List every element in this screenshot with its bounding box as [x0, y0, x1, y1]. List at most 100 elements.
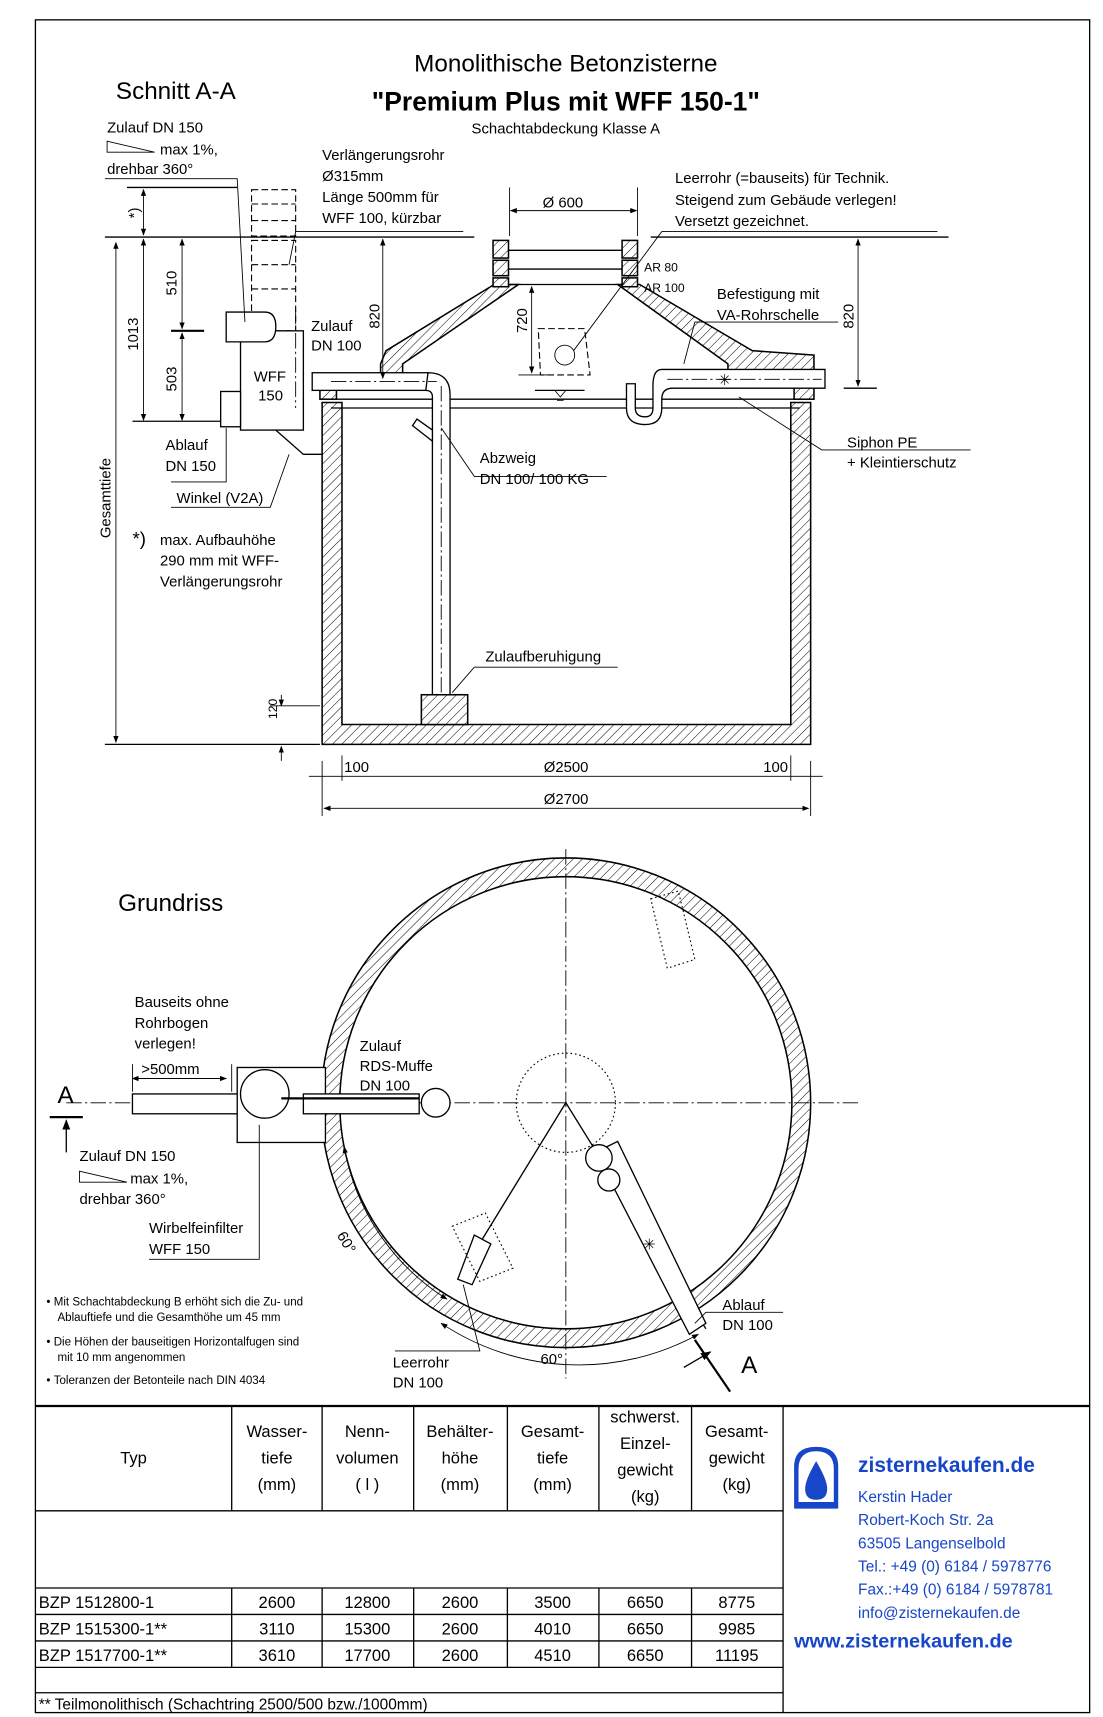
table-cell: 2600 — [442, 1646, 479, 1665]
section-mark-a-left: A — [57, 1082, 74, 1109]
label-bauseits-2: Rohrbogen — [135, 1016, 209, 1032]
note-1-line2: Ablauftiefe und die Gesamthöhe um 45 mm — [57, 1312, 280, 1324]
label-siphon-1: Siphon PE — [847, 436, 917, 452]
label-wirbel-2: WFF 150 — [149, 1242, 210, 1258]
label-zulaufberuhigung: Zulaufberuhigung — [485, 650, 601, 666]
label-angle-1: 60° — [333, 1229, 358, 1257]
dim-star: *) — [127, 208, 143, 219]
plan-heading: Grundriss — [118, 890, 223, 917]
note-2-line1: • Die Höhen der bauseitigen Horizontalfu… — [46, 1336, 299, 1348]
vendor-email[interactable]: info@zisternekaufen.de — [858, 1605, 1020, 1622]
table-cell: 8775 — [718, 1593, 755, 1612]
table-cell: 2600 — [442, 1593, 479, 1612]
label-siphon-2: + Kleintierschutz — [847, 456, 957, 472]
label-zulauf100-1: Zulauf — [311, 319, 353, 335]
dim-820-left: 820 — [367, 304, 383, 329]
table-cell: 6650 — [627, 1646, 664, 1665]
dim-720: 720 — [515, 308, 531, 333]
clamp-star-plan-icon: ✳ — [643, 1237, 655, 1253]
footnote-2: 290 mm mit WFF- — [160, 554, 279, 570]
product-table: Typ Wasser- tiefe (mm) Nenn- volumen ( l… — [35, 1404, 1090, 1713]
label-wff-2: 150 — [258, 388, 283, 404]
dim-100-left: 100 — [344, 760, 369, 776]
wff-filter — [220, 189, 323, 455]
label-winkel: Winkel (V2A) — [177, 491, 264, 507]
slope-icon — [106, 140, 155, 153]
th-wasser-3: (mm) — [258, 1475, 297, 1494]
vendor-name: zisternekaufen.de — [858, 1454, 1035, 1477]
label-ablauf-plan-1: Ablauf — [722, 1298, 765, 1314]
th-einzel-1: schwerst. — [610, 1408, 680, 1427]
table-row-type: BZP 1517700-1** — [39, 1646, 168, 1665]
label-zulauf100-2: DN 100 — [311, 339, 361, 355]
leader-lines — [104, 178, 971, 693]
label-ar100: AR 100 — [644, 281, 685, 295]
th-gesgew-1: Gesamt- — [705, 1422, 768, 1441]
label-leerrohr-3: Versetzt gezeichnet. — [675, 214, 809, 230]
th-einzel-3: gewicht — [617, 1460, 673, 1479]
th-typ: Typ — [120, 1448, 147, 1467]
table-cell: 4010 — [534, 1619, 571, 1638]
vendor-street: Robert-Koch Str. 2a — [858, 1512, 994, 1529]
title-line2: "Premium Plus mit WFF 150-1" — [372, 86, 760, 116]
dim-2500: Ø2500 — [544, 760, 589, 776]
dim-120: 120 — [266, 699, 280, 719]
label-plan-zulauf-2: max 1%, — [130, 1171, 188, 1187]
label-verl-3: Länge 500mm für — [322, 190, 439, 206]
footnote-1: max. Aufbauhöhe — [160, 533, 276, 549]
label-ablauf150-1: Ablauf — [166, 438, 209, 454]
th-wasser-1: Wasser- — [246, 1422, 307, 1441]
th-nenn-3: ( l ) — [355, 1475, 379, 1494]
shaft-rings — [492, 239, 639, 288]
table-cell: 12800 — [344, 1593, 390, 1612]
label-verl-4: WFF 100, kürzbar — [322, 211, 441, 227]
note-3-line1: • Toleranzen der Betonteile nach DIN 403… — [46, 1375, 265, 1387]
dim-2700: Ø2700 — [544, 792, 589, 808]
label-wff-1: WFF — [254, 370, 286, 386]
vendor-phone[interactable]: Tel.: +49 (0) 6184 / 5978776 — [858, 1558, 1051, 1575]
siphon — [625, 368, 826, 426]
water-drop-logo-icon — [794, 1446, 839, 1509]
dim-100-right: 100 — [763, 760, 788, 776]
section-mark-a-right: A — [741, 1352, 758, 1379]
label-angle-2: 60° — [540, 1352, 563, 1368]
label-leerrohr-plan-2: DN 100 — [393, 1375, 443, 1391]
dim-510: 510 — [165, 271, 181, 296]
vendor-website-link[interactable]: www.zisternekaufen.de — [793, 1631, 1013, 1653]
dim-1013: 1013 — [126, 318, 142, 351]
plan-view: Grundriss ✳ A A — [49, 849, 861, 1393]
table-cell: 2600 — [259, 1593, 296, 1612]
label-leerrohr-plan-1: Leerrohr — [393, 1355, 449, 1371]
footnote-3: Verlängerungsrohr — [160, 575, 282, 591]
dim-600: Ø 600 — [543, 195, 584, 211]
th-einzel-2: Einzel- — [620, 1434, 671, 1453]
label-bauseits-3: verlegen! — [135, 1037, 196, 1053]
th-einzel-4: (kg) — [631, 1487, 659, 1506]
table-cell: 3610 — [259, 1646, 296, 1665]
label-zulauf150-1: Zulauf DN 150 — [107, 120, 203, 136]
table-footnote: ** Teilmonolithisch (Schachtring 2500/50… — [39, 1696, 428, 1713]
label-ar80: AR 80 — [644, 260, 678, 274]
label-plan-zulauf-3: drehbar 360° — [80, 1192, 166, 1208]
notes: • Mit Schachtabdeckung B erhöht sich die… — [46, 1297, 303, 1387]
th-beh-1: Behälter- — [426, 1422, 493, 1441]
table-cell: 2600 — [442, 1619, 479, 1638]
tank-wall — [321, 401, 812, 746]
clamp-star-icon: ✳ — [718, 373, 730, 389]
th-ges-3: (mm) — [533, 1475, 572, 1494]
table-cell: 4510 — [534, 1646, 571, 1665]
th-wasser-2: tiefe — [261, 1448, 292, 1467]
section-heading: Schnitt A-A — [116, 78, 237, 105]
table-cell: 3110 — [259, 1619, 295, 1638]
label-leerrohr-1: Leerrohr (=bauseits) für Technik. — [675, 171, 889, 187]
slope-icon-plan — [79, 1170, 128, 1183]
sheet-frame — [34, 19, 1091, 1714]
label-bauseits-1: Bauseits ohne — [135, 995, 229, 1011]
table-row-type: BZP 1512800-1 — [39, 1593, 155, 1612]
table-cell: 3500 — [534, 1593, 571, 1612]
label-rds-1: Zulauf — [360, 1039, 402, 1055]
dim-503: 503 — [165, 367, 181, 392]
section-view: ✳ — [98, 120, 971, 817]
vendor-block: zisternekaufen.de Kerstin Hader Robert-K… — [793, 1446, 1053, 1653]
